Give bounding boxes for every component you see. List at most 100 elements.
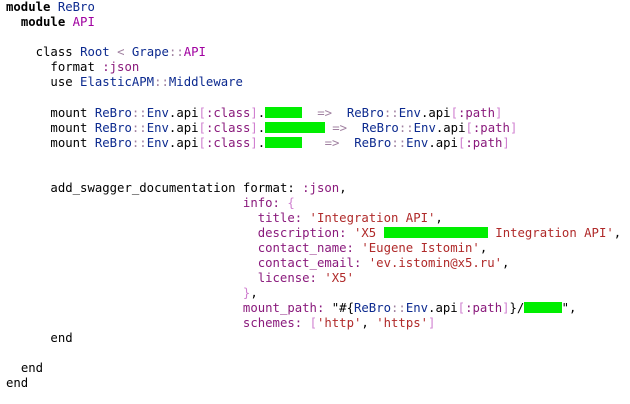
code-token: mount bbox=[50, 121, 88, 135]
code-token: ] bbox=[250, 106, 258, 120]
code-token: .api bbox=[168, 121, 199, 135]
code-token: .api bbox=[428, 136, 458, 150]
code-token: mount bbox=[50, 106, 88, 120]
code-token: { bbox=[287, 196, 295, 210]
code-token: end bbox=[50, 331, 73, 345]
redaction-block bbox=[524, 302, 562, 313]
code-token: :path bbox=[465, 301, 503, 315]
code-token: , bbox=[613, 226, 622, 240]
code-token: . bbox=[257, 136, 266, 150]
code-line: mount ReBro::Env.api[:class]. => ReBro::… bbox=[6, 106, 502, 121]
code-token: .api bbox=[168, 106, 199, 120]
code-token: license: bbox=[257, 271, 317, 285]
code-token: [ bbox=[450, 106, 458, 120]
code-token bbox=[87, 106, 94, 120]
code-token bbox=[302, 316, 309, 330]
code-line: mount ReBro::Env.api[:class]. => ReBro::… bbox=[6, 121, 517, 136]
code-token: 'Eugene Istomin' bbox=[361, 241, 480, 255]
code-token: module bbox=[20, 15, 66, 29]
code-token: [ bbox=[457, 301, 466, 315]
code-token: ] bbox=[250, 121, 258, 135]
code-token bbox=[6, 241, 258, 255]
code-token: , bbox=[502, 256, 510, 270]
code-token: .api bbox=[428, 301, 458, 315]
code-token: , bbox=[435, 211, 443, 225]
code-token bbox=[6, 136, 50, 150]
code-line: end bbox=[6, 376, 28, 391]
code-token bbox=[302, 136, 324, 150]
code-token: ] bbox=[502, 301, 510, 315]
code-token: Env bbox=[146, 121, 169, 135]
code-line: format :json bbox=[6, 60, 139, 75]
code-token: .api bbox=[420, 106, 451, 120]
code-token: class bbox=[35, 45, 73, 59]
code-line: contact_name: 'Eugene Istomin', bbox=[6, 241, 488, 256]
code-token: end bbox=[20, 361, 44, 375]
code-token: add_swagger_documentation bbox=[50, 181, 236, 195]
code-token bbox=[6, 226, 258, 240]
code-token bbox=[324, 301, 331, 315]
code-token: ] bbox=[428, 316, 436, 330]
code-line: }, bbox=[6, 286, 258, 301]
code-token: format: bbox=[242, 181, 295, 195]
code-token bbox=[236, 181, 243, 195]
code-token: description: bbox=[257, 226, 347, 240]
code-token bbox=[110, 45, 117, 59]
code-token: 'Integration API' bbox=[309, 211, 436, 225]
code-token bbox=[6, 361, 21, 375]
code-line: class Root < Grape::API bbox=[6, 45, 206, 60]
code-line: end bbox=[6, 331, 73, 346]
code-token bbox=[302, 106, 317, 120]
code-token: Env bbox=[405, 301, 429, 315]
code-token: } bbox=[242, 286, 251, 300]
code-token: API bbox=[183, 45, 206, 59]
code-line: add_swagger_documentation format: :json, bbox=[6, 181, 347, 196]
code-token: schemes: bbox=[242, 316, 303, 330]
code-token: ReBro bbox=[57, 0, 95, 14]
code-token: , bbox=[339, 181, 347, 195]
code-token: [ bbox=[465, 121, 473, 135]
redaction-block bbox=[265, 107, 303, 118]
code-token: end bbox=[6, 376, 29, 390]
code-token bbox=[65, 15, 72, 29]
code-token: :: bbox=[383, 106, 399, 120]
code-line: description: 'X5 Integration API', bbox=[6, 226, 621, 241]
code-token: => bbox=[324, 136, 340, 150]
code-token: :class bbox=[205, 136, 251, 150]
code-token: Env bbox=[413, 121, 436, 135]
code-line: license: 'X5' bbox=[6, 271, 354, 286]
code-token: [ bbox=[198, 106, 206, 120]
code-token bbox=[6, 60, 50, 74]
code-token bbox=[87, 136, 94, 150]
redaction-block bbox=[383, 227, 488, 238]
code-token bbox=[361, 256, 368, 270]
code-line: module API bbox=[6, 15, 95, 30]
code-token bbox=[6, 301, 243, 315]
code-token: . bbox=[257, 121, 266, 135]
code-token bbox=[6, 121, 50, 135]
code-token bbox=[6, 271, 258, 285]
code-token bbox=[6, 45, 36, 59]
code-token: contact_name: bbox=[257, 241, 354, 255]
code-token: module bbox=[6, 0, 51, 14]
code-token bbox=[6, 316, 243, 330]
code-token: use bbox=[50, 75, 73, 89]
code-token: :: bbox=[391, 301, 406, 315]
code-token: ElasticAPM bbox=[80, 75, 155, 89]
code-line: mount ReBro::Env.api[:class]. => ReBro::… bbox=[6, 136, 509, 151]
code-token: ] bbox=[250, 136, 258, 150]
code-token bbox=[6, 211, 258, 225]
redaction-block bbox=[265, 137, 303, 148]
code-token: , bbox=[250, 286, 258, 300]
code-token: Grape bbox=[131, 45, 169, 59]
code-token: "#{ bbox=[331, 301, 354, 315]
code-line: module ReBro bbox=[6, 0, 95, 15]
code-token: 'ev.istomin@x5.ru' bbox=[368, 256, 503, 270]
code-token bbox=[6, 106, 50, 120]
code-token: ] bbox=[495, 106, 503, 120]
code-token bbox=[50, 0, 57, 14]
code-token: API bbox=[72, 15, 95, 29]
code-token: :: bbox=[168, 45, 184, 59]
code-token: mount_path: bbox=[242, 301, 325, 315]
